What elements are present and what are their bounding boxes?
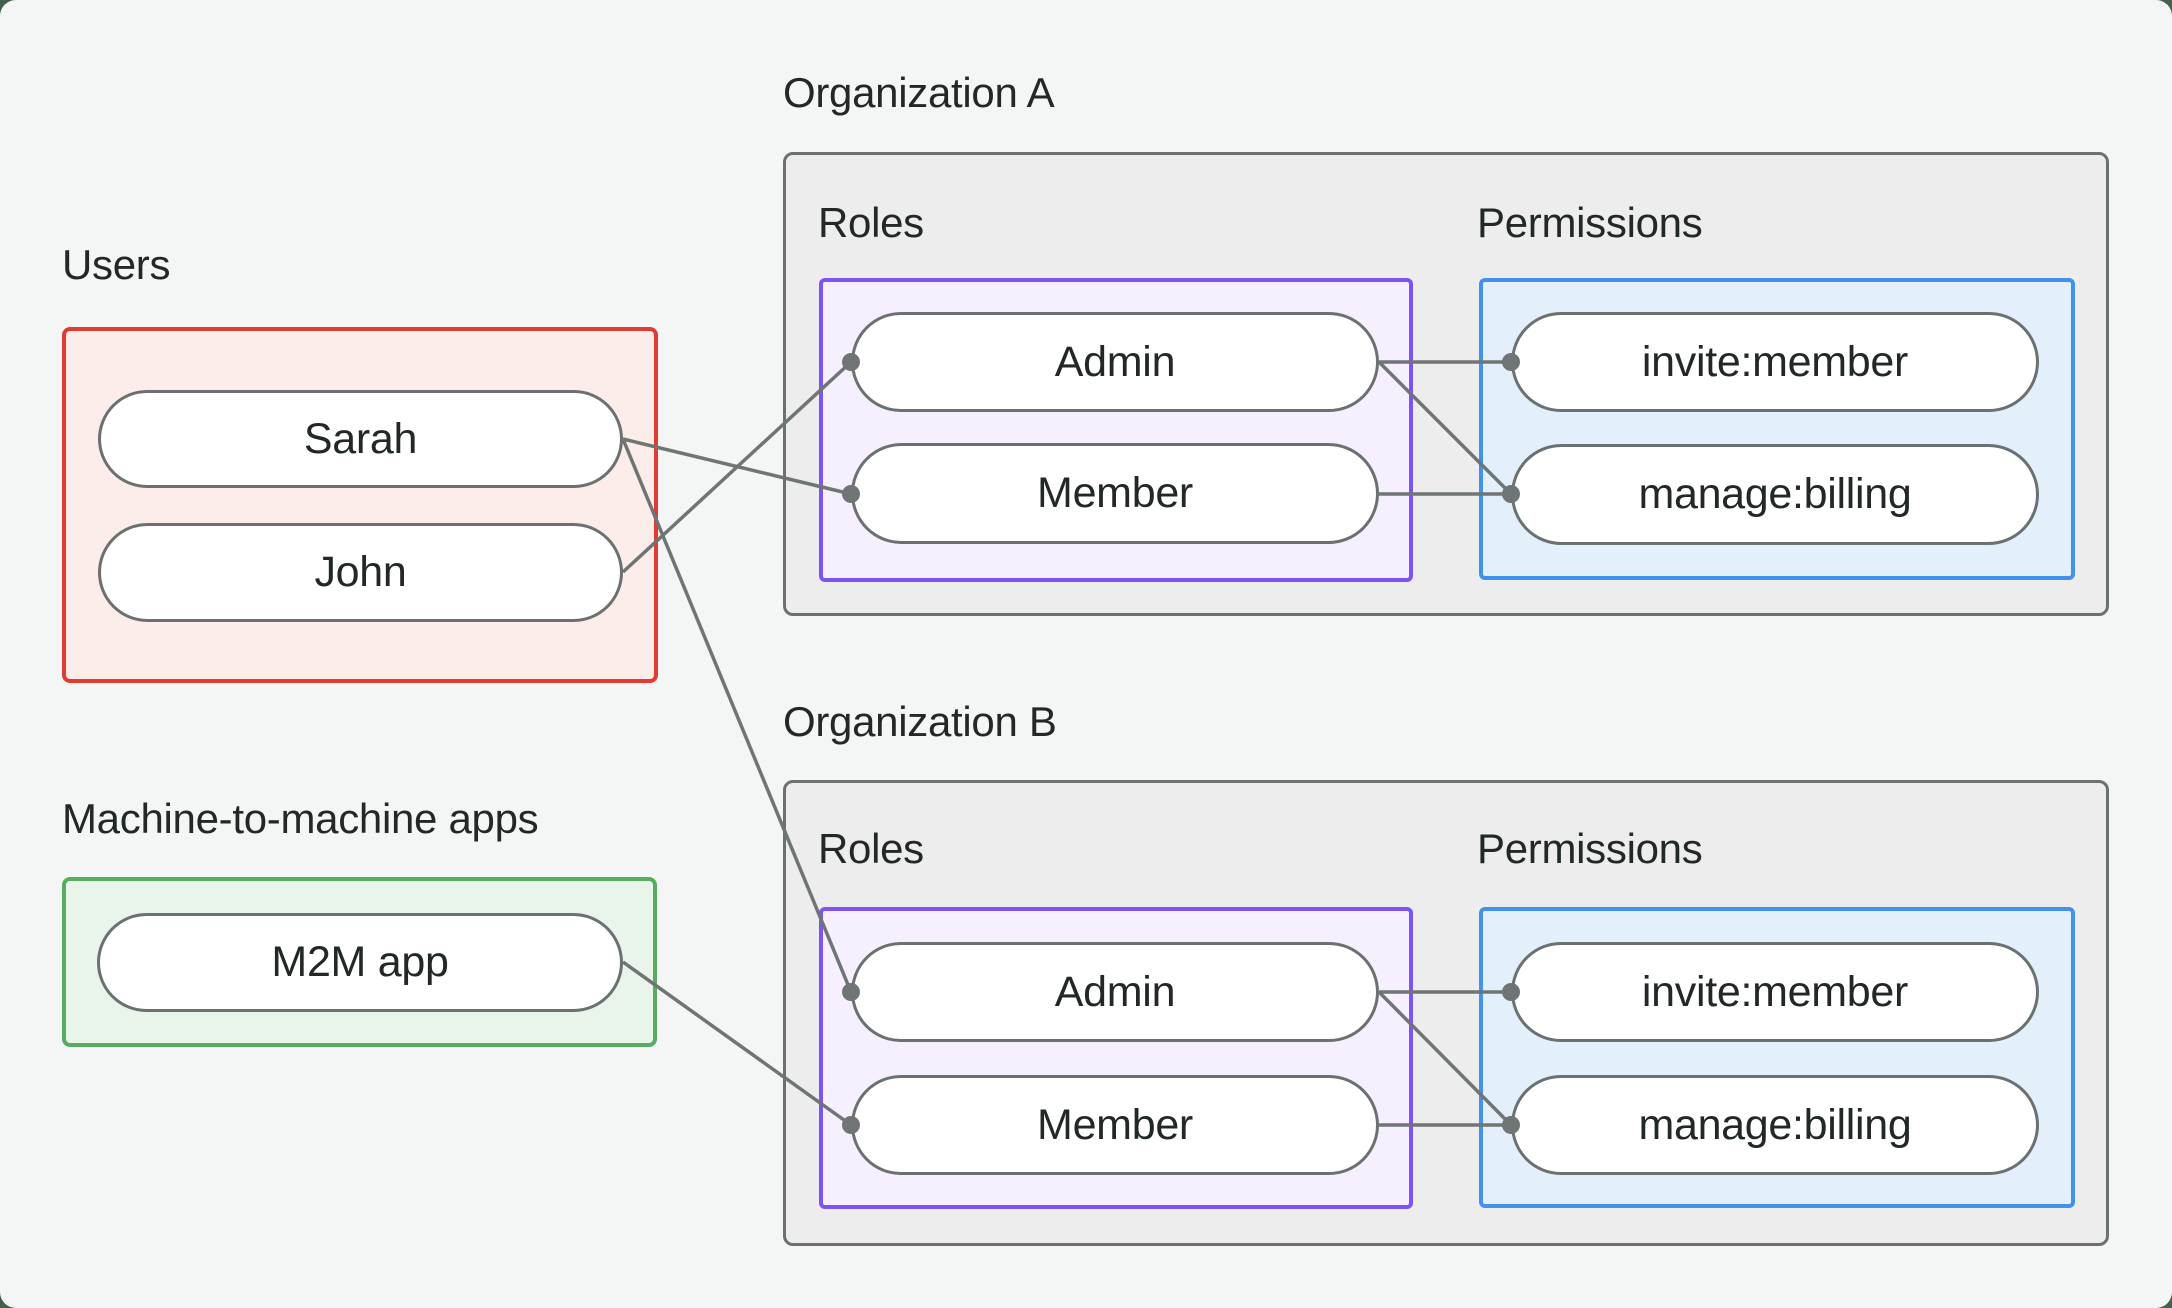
user-pill-john: John: [98, 523, 623, 622]
users-section-label: Users: [62, 241, 171, 288]
m2m-app-pill: M2M app: [97, 913, 623, 1012]
org-b-permission-pill-manage-billing: manage:billing: [1511, 1075, 2039, 1175]
org-b-permission-pill-invite-member: invite:member: [1511, 942, 2039, 1042]
org-b-roles-label: Roles: [818, 825, 924, 872]
m2m-section-label: Machine-to-machine apps: [62, 795, 539, 842]
user-pill-sarah: Sarah: [98, 390, 623, 488]
org-b-role-pill-member: Member: [851, 1075, 1379, 1175]
org-a-permission-pill-manage-billing: manage:billing: [1511, 444, 2039, 545]
org-a-roles-label: Roles: [818, 199, 924, 246]
org-a-role-pill-member: Member: [851, 443, 1379, 544]
org-b-permissions-label: Permissions: [1477, 825, 1703, 872]
org-a-title: Organization A: [783, 69, 1055, 116]
org-a-permissions-label: Permissions: [1477, 199, 1703, 246]
org-b-role-pill-admin: Admin: [851, 942, 1379, 1042]
org-a-permission-pill-invite-member: invite:member: [1511, 312, 2039, 412]
org-b-title: Organization B: [783, 698, 1057, 745]
org-a-role-pill-admin: Admin: [851, 312, 1379, 412]
users-group-box: [62, 327, 658, 683]
